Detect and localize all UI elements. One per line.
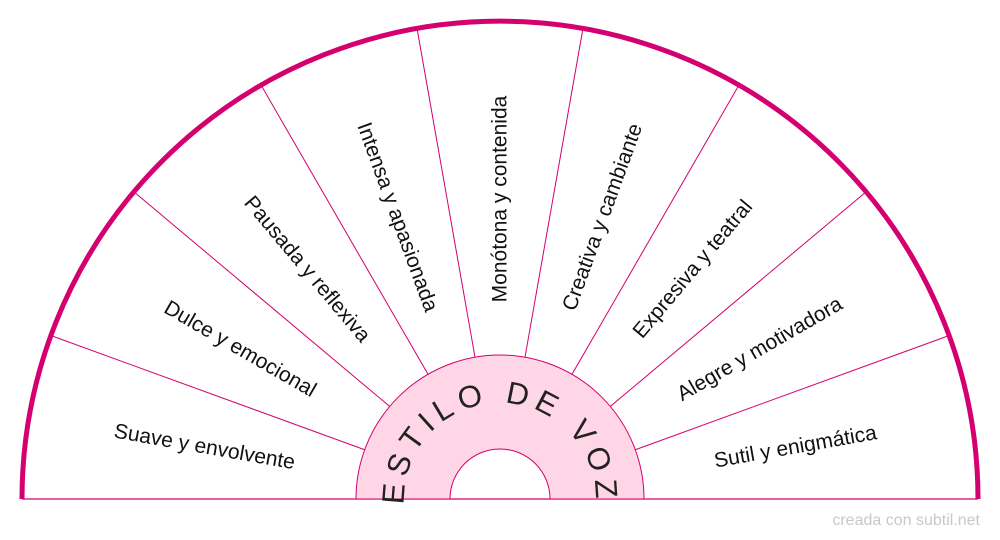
slice-label: Expresiva y teatral	[629, 196, 758, 343]
slice-divider	[635, 335, 950, 451]
slice-label: Creativa y cambiante	[558, 120, 647, 313]
slice-label: Intensa y apasionada	[352, 119, 442, 315]
slice-label: Alegre y motivadora	[673, 292, 847, 405]
slice-divider	[260, 84, 429, 375]
slice-label: Pausada y reflexiva	[239, 192, 375, 347]
slice-divider	[524, 28, 584, 358]
slice-label: Dulce y emocional	[160, 296, 320, 402]
wheel-rim	[19, 18, 981, 500]
slice-label: Monótona y contenida	[489, 95, 512, 302]
slice-divider	[571, 84, 740, 375]
slice-divider	[416, 28, 476, 358]
wheel-layer: Suave y envolvente Dulce y emocionalPausa…	[19, 18, 981, 505]
slice-divider	[609, 191, 867, 407]
slice-divider	[133, 191, 391, 407]
wheel-hub	[355, 354, 645, 500]
credit-text: creada con subtil.net	[832, 512, 980, 529]
slice-label: Suave y envolvente	[112, 420, 297, 474]
slice-divider	[50, 335, 365, 451]
slice-label: Sutil y enigmática	[712, 421, 878, 472]
